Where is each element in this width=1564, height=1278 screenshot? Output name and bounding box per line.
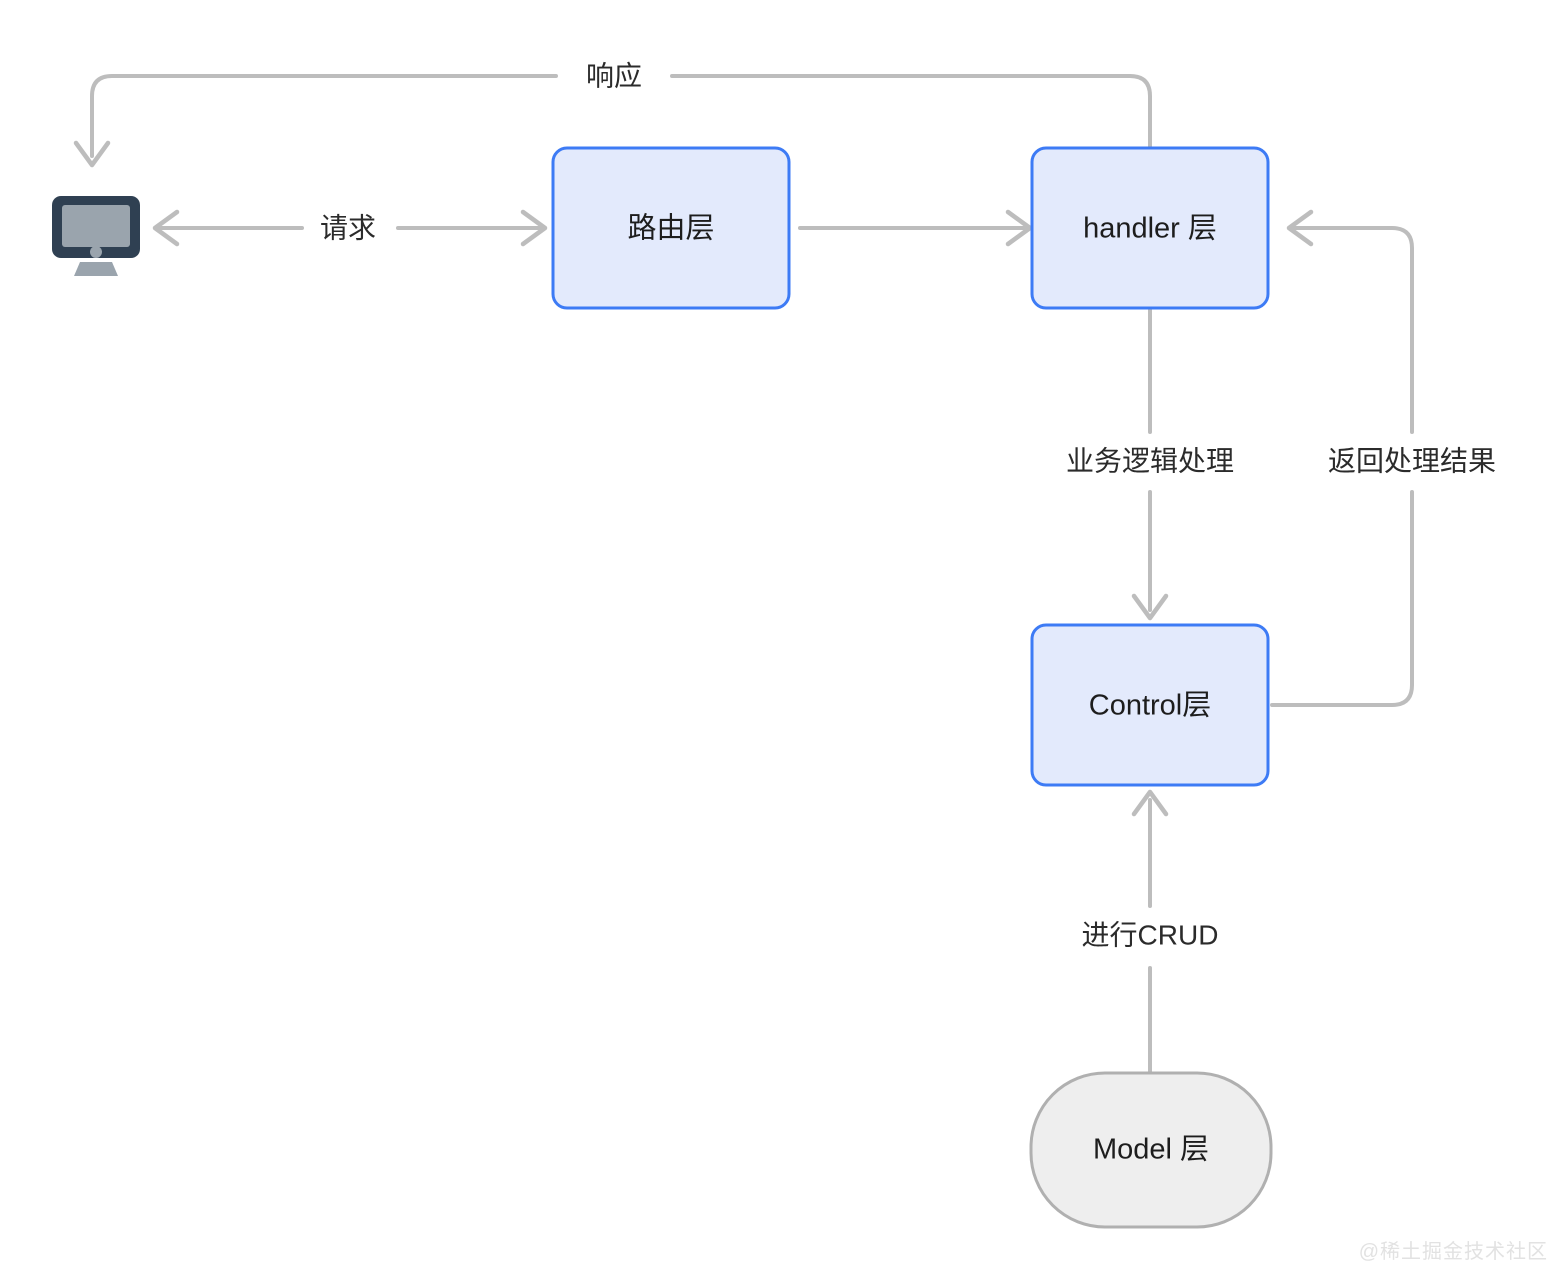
edge-request [152, 209, 548, 247]
edge-crud [1131, 789, 1169, 1077]
node-control-layer[interactable]: Control层 [1030, 623, 1270, 787]
watermark-text: @稀土掘金技术社区 [1358, 1241, 1548, 1263]
node-router-layer[interactable]: 路由层 [551, 146, 791, 310]
edge-label-business-logic: 业务逻辑处理 [1066, 445, 1234, 476]
node-handler-layer-label: handler 层 [1083, 213, 1217, 245]
desktop-monitor-icon [52, 196, 140, 276]
edge-business-logic [1131, 302, 1169, 621]
node-router-layer-label: 路由层 [627, 212, 714, 245]
node-model-layer-label: Model 层 [1093, 1134, 1209, 1166]
edge-label-return-result: 返回处理结果 [1328, 445, 1496, 476]
edge-label-request: 请求 [320, 212, 376, 243]
node-model-layer[interactable]: Model 层 [1029, 1071, 1273, 1229]
edge-router-to-handler [798, 209, 1033, 247]
edge-return-result [1270, 209, 1414, 707]
edge-label-crud: 进行CRUD [1082, 919, 1219, 950]
edge-response [73, 74, 1152, 168]
node-handler-layer[interactable]: handler 层 [1030, 146, 1270, 310]
node-control-layer-label: Control层 [1089, 690, 1212, 722]
edge-label-response: 响应 [586, 60, 642, 91]
